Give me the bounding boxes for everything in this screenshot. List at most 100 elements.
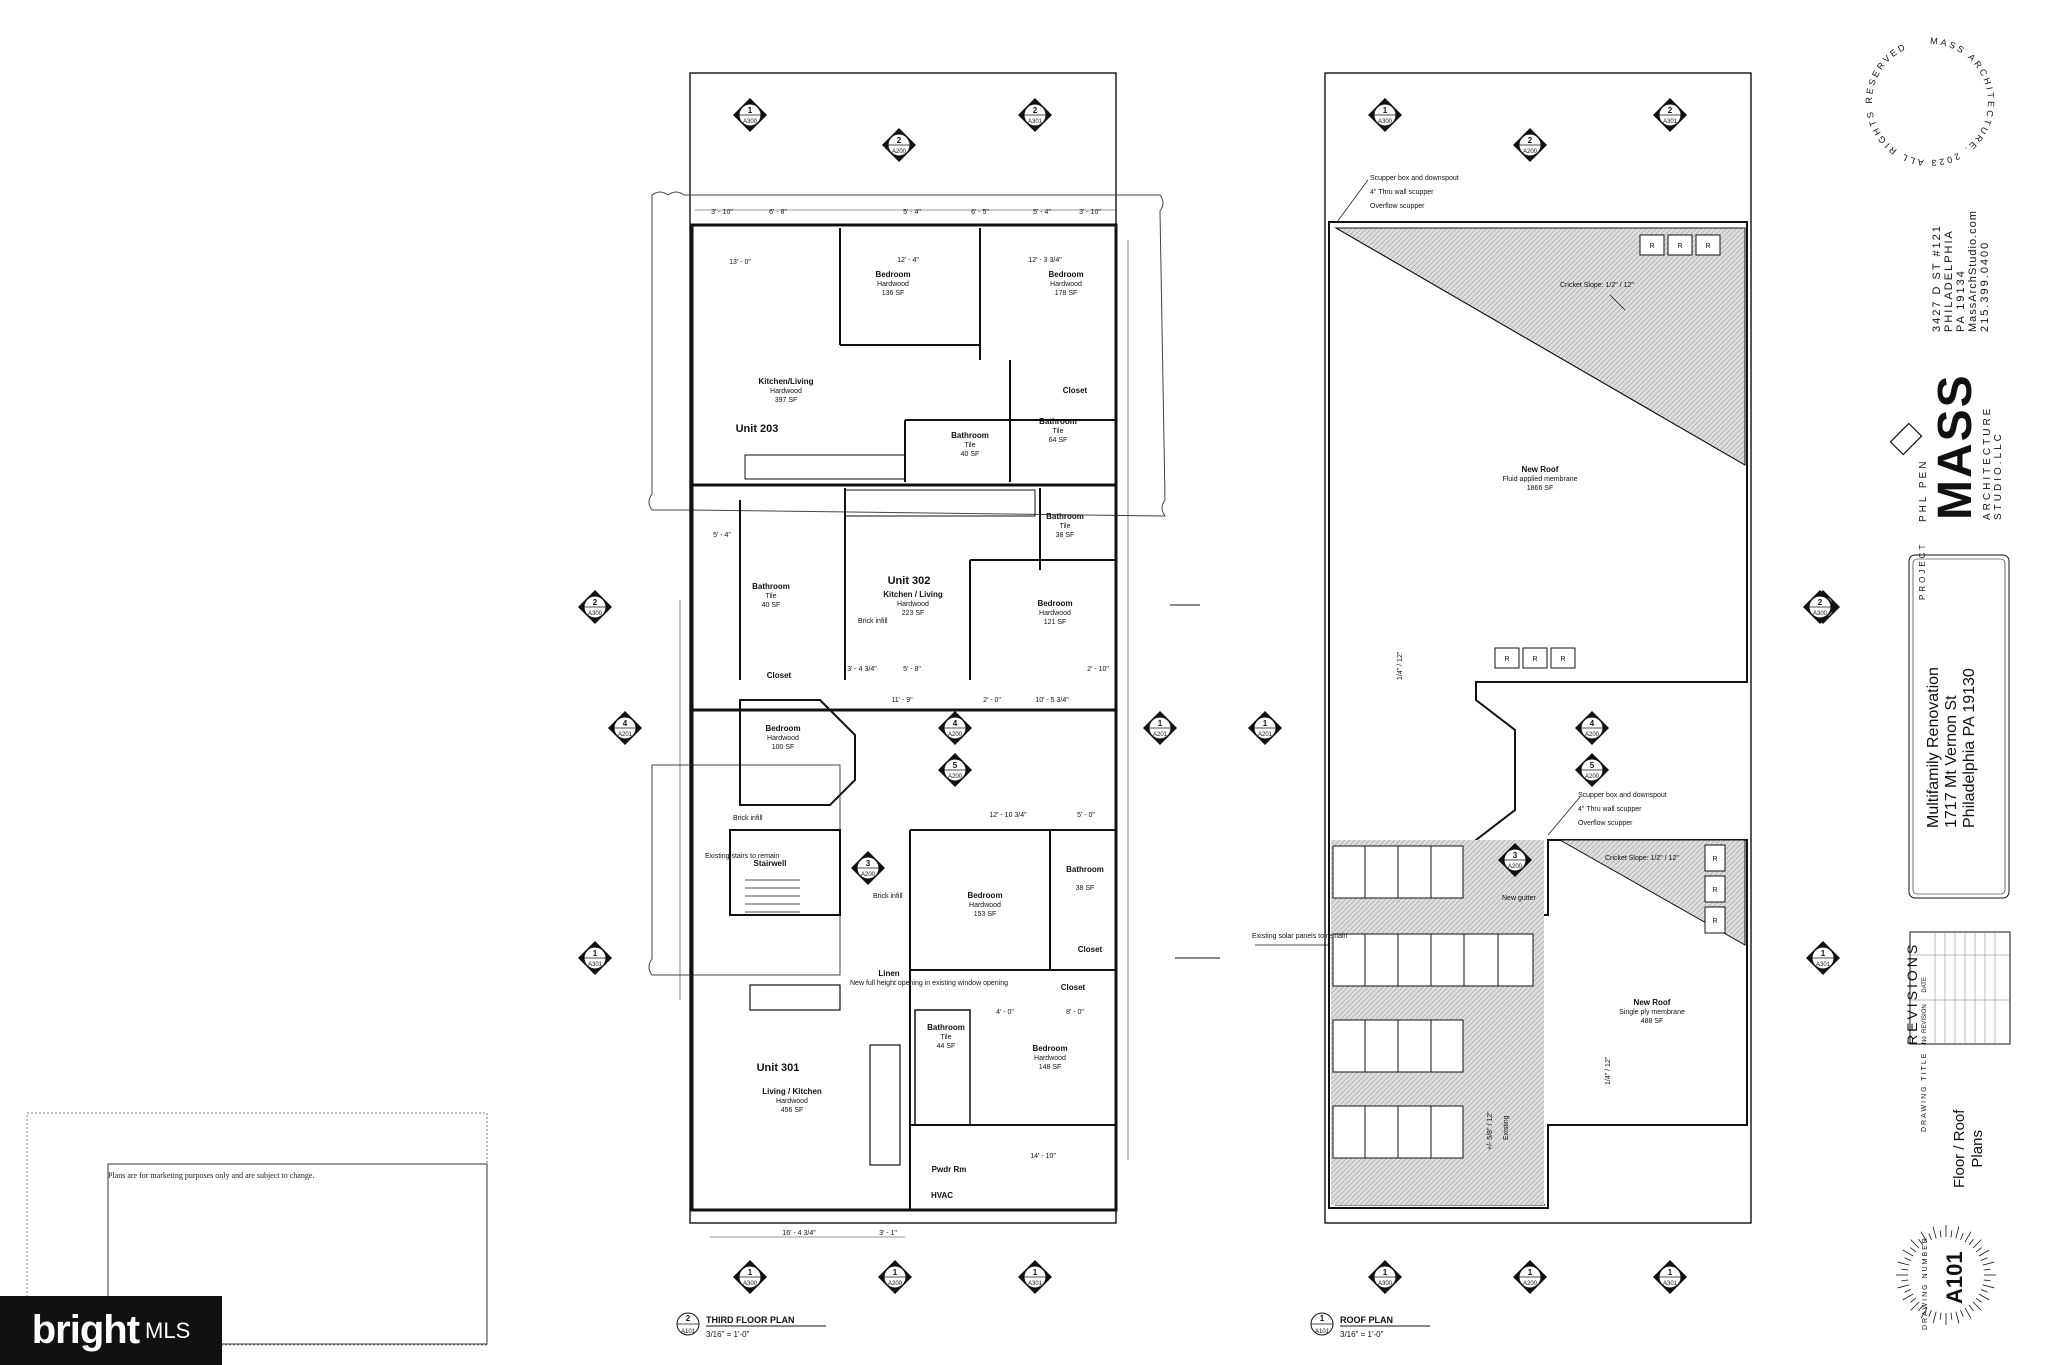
room-label: Stairwell [754, 859, 787, 868]
svg-text:40 SF: 40 SF [961, 451, 980, 458]
sunburst-ray [1920, 1307, 1928, 1319]
svg-text:223 SF: 223 SF [902, 610, 925, 617]
sunburst-ray [1910, 1239, 1920, 1249]
drawing-number-sunburst [1896, 1225, 1996, 1325]
note-slope: 1/4" / 12" [1397, 651, 1404, 680]
dim: 12' - 4" [897, 257, 919, 264]
dim: 5' - 4" [713, 532, 731, 539]
new-roof-label: New Roof [1522, 465, 1559, 474]
disclaimer-box [107, 1163, 488, 1345]
sunburst-ray [1960, 1233, 1964, 1241]
cricket [1558, 839, 1746, 946]
drawing-title-label: DRAWING TITLE [1921, 1051, 1928, 1132]
section-tag-sheet: A200 [861, 872, 876, 878]
disclaimer-text: Plans are for marketing purposes only an… [108, 1171, 315, 1180]
sunburst-ray [1968, 1304, 1974, 1311]
sunburst-ray [1901, 1279, 1909, 1282]
svg-text:121 SF: 121 SF [1044, 619, 1067, 626]
section-tag-number: 1 [1033, 1268, 1038, 1277]
dim: 8' - 0" [1066, 1009, 1084, 1016]
note-existing-stairs: Existing stairs to remain [705, 853, 779, 860]
note-existing: Existing [1503, 1115, 1510, 1140]
section-tag-sheet: A200 [1585, 774, 1600, 780]
project-label: PROJECT [1918, 541, 1927, 600]
svg-text:40 SF: 40 SF [762, 602, 781, 609]
section-tag-number: 1 [1821, 949, 1826, 958]
room-label: Bedroom Hardwood 100 SF [765, 724, 800, 751]
svg-text:Bedroom: Bedroom [1048, 270, 1083, 279]
svg-text:38 SF: 38 SF [1076, 885, 1095, 892]
sunburst-ray [1910, 1301, 1920, 1311]
section-tag-sheet: A300 [588, 611, 603, 617]
section-tag-number: 1 [748, 106, 753, 115]
drawing-title-block: Floor / Roof Plans [1951, 1110, 1987, 1188]
sunburst-ray [1964, 1307, 1972, 1319]
svg-text:Bathroom: Bathroom [1066, 865, 1104, 874]
plan-scale: 3/16" = 1'-0" [706, 1330, 750, 1339]
room-label: Closet [1061, 983, 1086, 992]
sunburst-ray [1918, 1304, 1924, 1311]
watermark-suffix: MLS [145, 1317, 191, 1343]
note-overflow: Overflow scupper [1370, 203, 1425, 210]
new-roof-area: 488 SF [1641, 1018, 1664, 1025]
sunburst-ray [1980, 1257, 1988, 1261]
sunburst-ray [1897, 1261, 1910, 1266]
section-tag-number: 2 [1528, 136, 1533, 145]
svg-text:456 SF: 456 SF [781, 1107, 804, 1114]
logo-sub: ARCHITECTURE [1982, 405, 1993, 520]
section-tag-sheet: A201 [618, 732, 633, 738]
svg-text:178 SF: 178 SF [1055, 290, 1078, 297]
logo-main: MASS [1929, 373, 1982, 520]
room-label: Closet [1063, 386, 1088, 395]
room-label: Bathroom Tile 44 SF [927, 1023, 965, 1050]
svg-text:Hardwood: Hardwood [1050, 281, 1082, 288]
plan-title: ROOF PLAN [1340, 1315, 1393, 1325]
note-brick-infill: Brick infill [733, 815, 763, 822]
svg-text:136 SF: 136 SF [882, 290, 905, 297]
address-block: 3427 D ST #121 PHILADELPHIA PA 19134 Mas… [1931, 210, 1991, 332]
section-tag-sheet: A201 [1153, 732, 1168, 738]
drawing-title: Floor / Roof [1951, 1109, 1968, 1188]
watermark-brand: bright [31, 1308, 140, 1352]
dim: 14' - 10" [1030, 1153, 1056, 1160]
dim: 5' - 4" [903, 209, 921, 216]
note-brick-infill: Brick infill [873, 893, 903, 900]
section-tag-sheet: A301 [588, 962, 603, 968]
note-new-gutter: New gutter [1502, 895, 1537, 902]
logo-sub-block: ARCHITECTURE STUDIO.LLC [1982, 406, 2004, 520]
project-frame [1908, 554, 2010, 899]
svg-text:148 SF: 148 SF [1039, 1064, 1062, 1071]
sunburst-ray [1939, 1312, 1942, 1320]
dim: 11' - 9" [891, 697, 913, 704]
logo-block: PHL PEN [1918, 459, 1929, 522]
section-tag-sheet: A200 [888, 1281, 903, 1287]
sunburst-ray [1982, 1284, 1995, 1289]
revision-cloud [648, 191, 1167, 517]
roof-plan: R R R R R R R R R Scupper box and downsp… [1252, 72, 1752, 1339]
svg-text:Bedroom: Bedroom [1037, 599, 1072, 608]
room-label: Pwdr Rm [932, 1165, 967, 1174]
sunburst-ray [1955, 1226, 1960, 1239]
dim: 5' - 8" [903, 666, 921, 673]
revisions-title: REVISIONS [1904, 941, 1920, 1045]
section-tag-number: 2 [593, 598, 598, 607]
unit-301-walls [690, 708, 1118, 1212]
section-tag-number: 4 [1590, 719, 1595, 728]
website-link[interactable]: MassArchStudio.com [1967, 210, 1979, 332]
svg-text:R: R [1504, 656, 1509, 663]
svg-text:64 SF: 64 SF [1049, 437, 1068, 444]
section-tag-sheet: A200 [892, 149, 907, 155]
note-scupper: Scupper box and downspout [1370, 175, 1459, 182]
sunburst-ray [1972, 1301, 1982, 1311]
logo-sub: STUDIO.LLC [1993, 431, 2004, 520]
unit-302-label: Unit 302 [888, 575, 931, 587]
svg-text:Kitchen/Living: Kitchen/Living [758, 377, 813, 386]
svg-text:Bathroom: Bathroom [1039, 417, 1077, 426]
svg-text:Hardwood: Hardwood [767, 735, 799, 742]
